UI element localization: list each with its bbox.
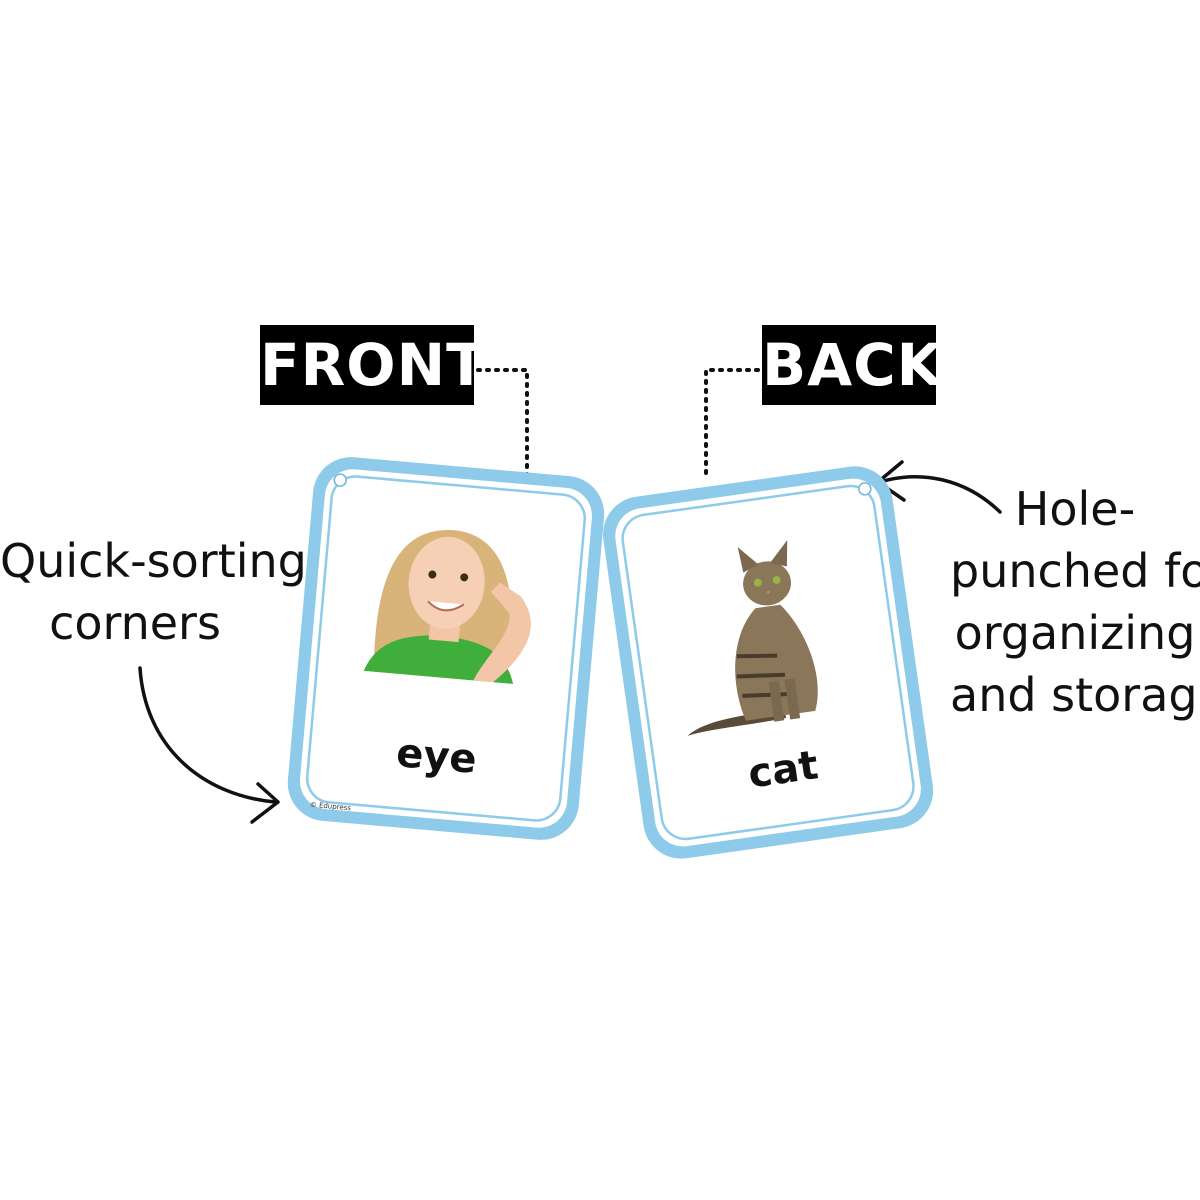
- front-label: FRONT: [260, 325, 486, 405]
- girl-photo: [319, 515, 581, 689]
- front-card-credit: © Edupress: [309, 801, 351, 813]
- cat-photo: [687, 540, 818, 736]
- front-leader-line: [476, 368, 529, 487]
- left-curved-arrow-icon: [138, 666, 280, 824]
- hole-punched-callout: Hole- punched for organizing and storage: [950, 478, 1200, 726]
- front-card-word: eye: [394, 730, 478, 783]
- front-card: eye © Edupress: [287, 457, 605, 840]
- back-label: BACK: [762, 325, 942, 405]
- callout-line: Hole-: [1014, 482, 1136, 536]
- callout-line: organizing: [954, 606, 1196, 660]
- back-card-word: cat: [745, 742, 821, 797]
- callout-line: Quick-sorting: [0, 534, 307, 588]
- back-leader-line: [704, 368, 760, 482]
- back-card: cat: [603, 466, 934, 859]
- callout-line: punched for: [950, 544, 1200, 598]
- callout-line: and storage: [950, 668, 1200, 722]
- quick-sorting-callout: Quick-sorting corners: [0, 530, 307, 654]
- front-card-hole: [333, 473, 347, 487]
- callout-line: corners: [49, 596, 221, 650]
- back-card-hole: [858, 482, 872, 496]
